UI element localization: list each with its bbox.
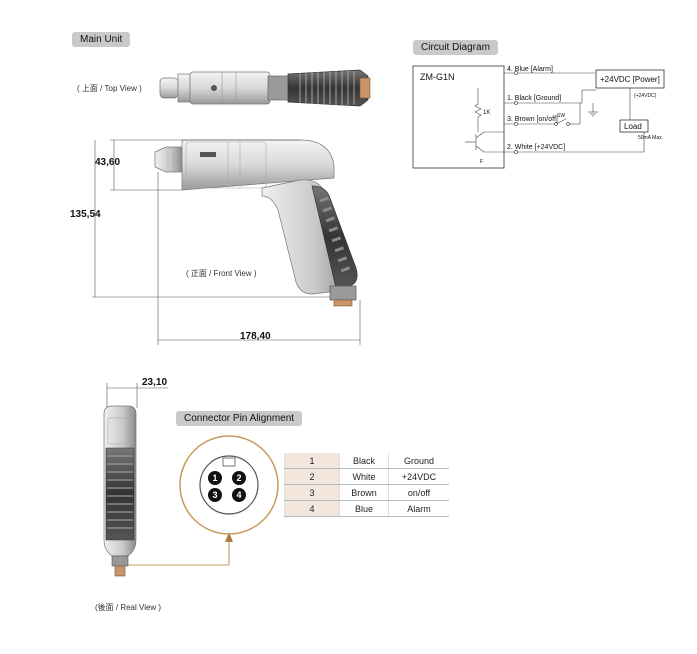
circuit-diagram [412, 65, 665, 169]
table-row: 3 Brown on/off [284, 484, 449, 501]
power-box [595, 69, 665, 89]
table-row: 2 White +24VDC [284, 468, 449, 485]
circuit-load: Load [624, 122, 642, 131]
pin-number: 1 [284, 453, 340, 469]
dimension-lines [92, 139, 361, 408]
circuit-power-note: (+24VDC) [634, 93, 657, 99]
front-view-caption: ( 正面 / Front View ) [186, 269, 257, 278]
circuit-model: ZM-G1N [420, 72, 455, 82]
connector-pin-1: 1 [212, 473, 217, 483]
circuit-transistor-pin: F [480, 159, 483, 165]
circuit-diagram-label: Circuit Diagram [413, 40, 498, 55]
dimension-connector-width: 23,10 [142, 377, 168, 388]
pin-color: Black [339, 453, 389, 469]
circuit-switch: SW [557, 113, 565, 119]
pin-color: White [339, 468, 389, 485]
pin-color: Brown [339, 484, 389, 501]
circuit-line-24v: 2. White [+24VDC] [507, 144, 565, 151]
pin-number: 4 [284, 500, 340, 517]
pin-function: on/off [388, 484, 449, 501]
dimension-height-upper: 43,60 [95, 157, 121, 168]
circuit-load-note: 50mA Max. [638, 135, 663, 141]
real-view-caption: (後面 / Real View ) [95, 603, 162, 612]
dimension-length: 178,40 [240, 331, 271, 342]
front-view-drawing [154, 139, 358, 307]
pin-number: 3 [284, 484, 340, 501]
connector-face [179, 435, 279, 535]
circuit-line-ground: 1. Black [Ground] [507, 95, 561, 102]
connector-pin-4: 4 [236, 490, 241, 500]
connector-leader [127, 532, 233, 566]
dimension-height-total: 135,54 [70, 209, 101, 220]
pin-number: 2 [284, 468, 340, 485]
connector-pin-alignment-label: Connector Pin Alignment [176, 411, 303, 426]
pin-table: 1 Black Ground 2 White +24VDC 3 Brown on… [284, 453, 449, 517]
pin-color: Blue [339, 500, 389, 517]
table-row: 4 Blue Alarm [284, 500, 449, 517]
connector-pin-3: 3 [212, 490, 217, 500]
pin-function: Ground [388, 453, 449, 469]
pin-function: +24VDC [388, 468, 449, 485]
real-view-drawing [103, 405, 137, 577]
circuit-power: +24VDC [Power] [600, 75, 660, 84]
table-row: 1 Black Ground [284, 453, 449, 469]
pin-function: Alarm [388, 500, 449, 517]
circuit-line-onoff: 3. Brown [on/off] [507, 116, 558, 123]
top-view-caption: ( 上面 / Top View ) [77, 84, 142, 93]
connector-pin-2: 2 [236, 473, 241, 483]
circuit-resistor: 1K [483, 110, 490, 116]
top-view-drawing [159, 69, 371, 107]
load-box [619, 119, 649, 133]
circuit-line-alarm: 4. Blue [Alarm] [507, 66, 553, 73]
main-unit-label: Main Unit [72, 32, 131, 47]
